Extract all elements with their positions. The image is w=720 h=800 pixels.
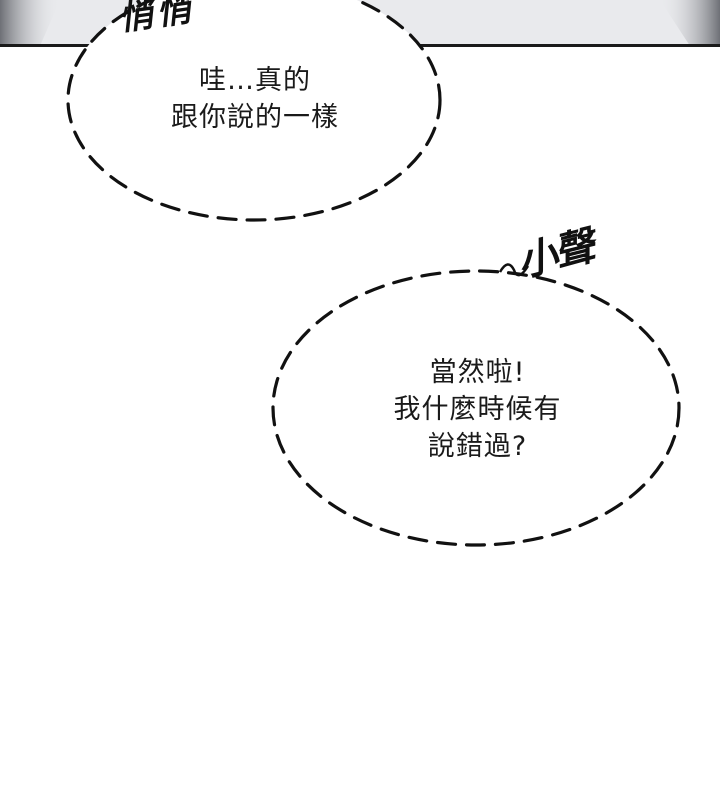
speech-bubble-1-fill bbox=[68, 0, 440, 220]
sfx-small-stroke bbox=[498, 263, 530, 277]
panel-shadow-right bbox=[660, 0, 720, 46]
speech-bubble-1-line-2: 跟你說的一樣 bbox=[171, 102, 339, 133]
speech-bubble-2-text: 當然啦! 我什麼時候有 說錯過? bbox=[275, 354, 680, 465]
speech-bubble-1-text: 哇…真的 跟你說的一樣 bbox=[70, 62, 440, 136]
speech-bubble-2-line-1: 當然啦! bbox=[429, 357, 526, 388]
speech-bubble-2-line-2: 我什麼時候有 bbox=[393, 394, 562, 425]
speech-bubble-2-line-3: 說錯過? bbox=[427, 431, 528, 462]
speech-bubble-1-line-1: 哇…真的 bbox=[199, 65, 311, 96]
speech-bubble-2-outline bbox=[271, 269, 681, 547]
panel-shadow-left bbox=[0, 0, 60, 46]
speech-bubble-1-outline bbox=[66, 0, 442, 222]
